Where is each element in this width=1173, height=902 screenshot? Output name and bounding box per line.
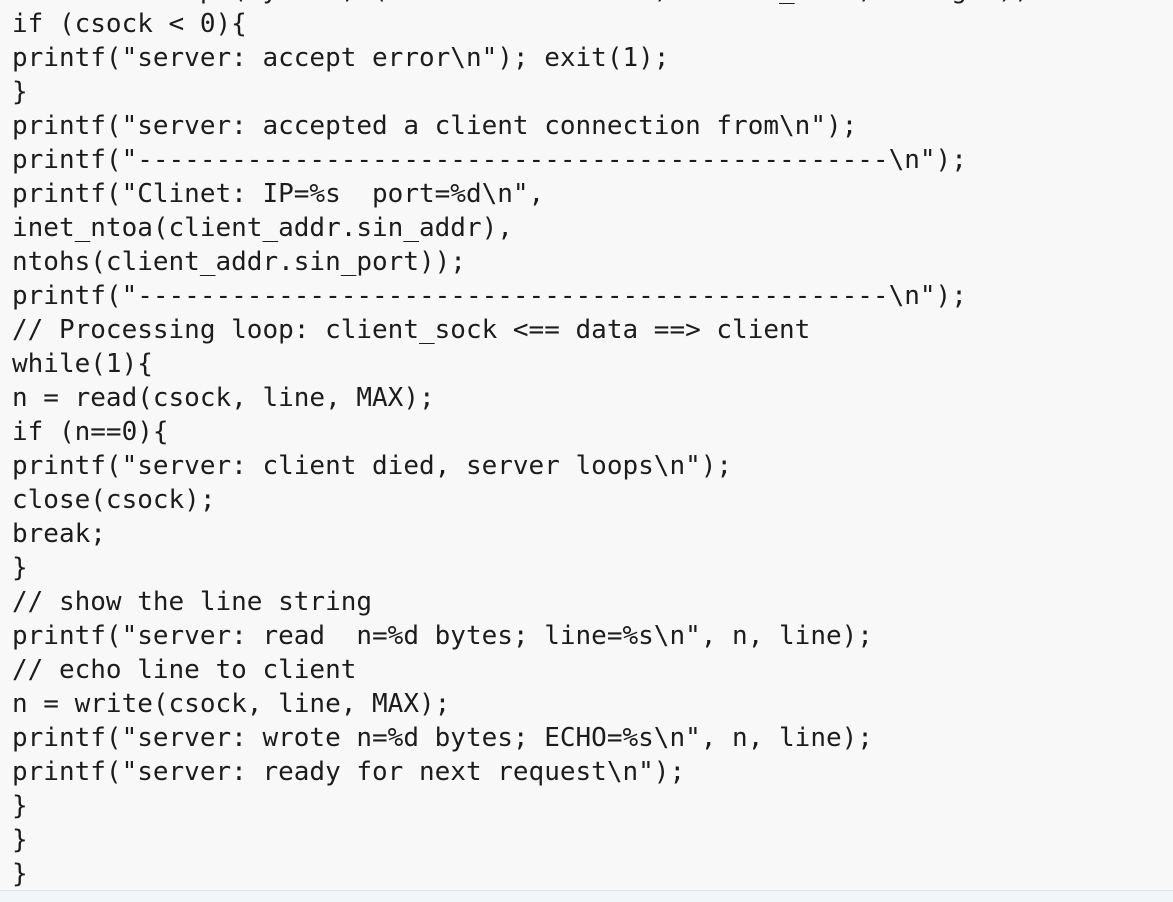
- code-line: inet_ntoa(client_addr.sin_addr),: [12, 213, 513, 243]
- code-line: printf("server: accepted a client connec…: [12, 111, 858, 141]
- code-line: ntohs(client_addr.sin_port));: [12, 247, 466, 277]
- code-line: printf("server: client died, server loop…: [12, 451, 733, 481]
- code-line: while(1){: [12, 349, 153, 379]
- code-line: // echo line to client: [12, 655, 357, 685]
- code-line: }: [12, 77, 28, 107]
- code-line: printf("server: accept error\n"); exit(1…: [12, 43, 670, 73]
- code-line: printf("server: ready for next request\n…: [12, 757, 686, 787]
- code-line: printf("Clinet: IP=%s port=%d\n",: [12, 179, 545, 209]
- code-line: break;: [12, 519, 106, 549]
- code-line: }: [12, 553, 28, 583]
- code-line: n = read(csock, line, MAX);: [12, 383, 435, 413]
- code-line: // show the line string: [12, 587, 373, 617]
- code-line: }: [12, 791, 28, 821]
- code-line: }: [12, 825, 28, 855]
- code-line: n = write(csock, line, MAX);: [12, 689, 451, 719]
- code-line: printf("server: wrote n=%d bytes; ECHO=%…: [12, 723, 873, 753]
- code-line: printf("--------------------------------…: [12, 145, 967, 175]
- code-line: }: [12, 859, 28, 889]
- code-line: if (csock < 0){: [12, 9, 247, 39]
- code-line: if (n==0){: [12, 417, 169, 447]
- code-line: printf("--------------------------------…: [12, 281, 967, 311]
- code-listing: csock = accept(mysock, (struct sockaddr …: [12, 0, 1029, 891]
- code-line: csock = accept(mysock, (struct sockaddr …: [12, 0, 1029, 7]
- horizontal-scrollbar-track[interactable]: [0, 890, 1173, 902]
- code-line: // Processing loop: client_sock <== data…: [12, 315, 811, 345]
- code-line: close(csock);: [12, 485, 216, 515]
- code-line: printf("server: read n=%d bytes; line=%s…: [12, 621, 873, 651]
